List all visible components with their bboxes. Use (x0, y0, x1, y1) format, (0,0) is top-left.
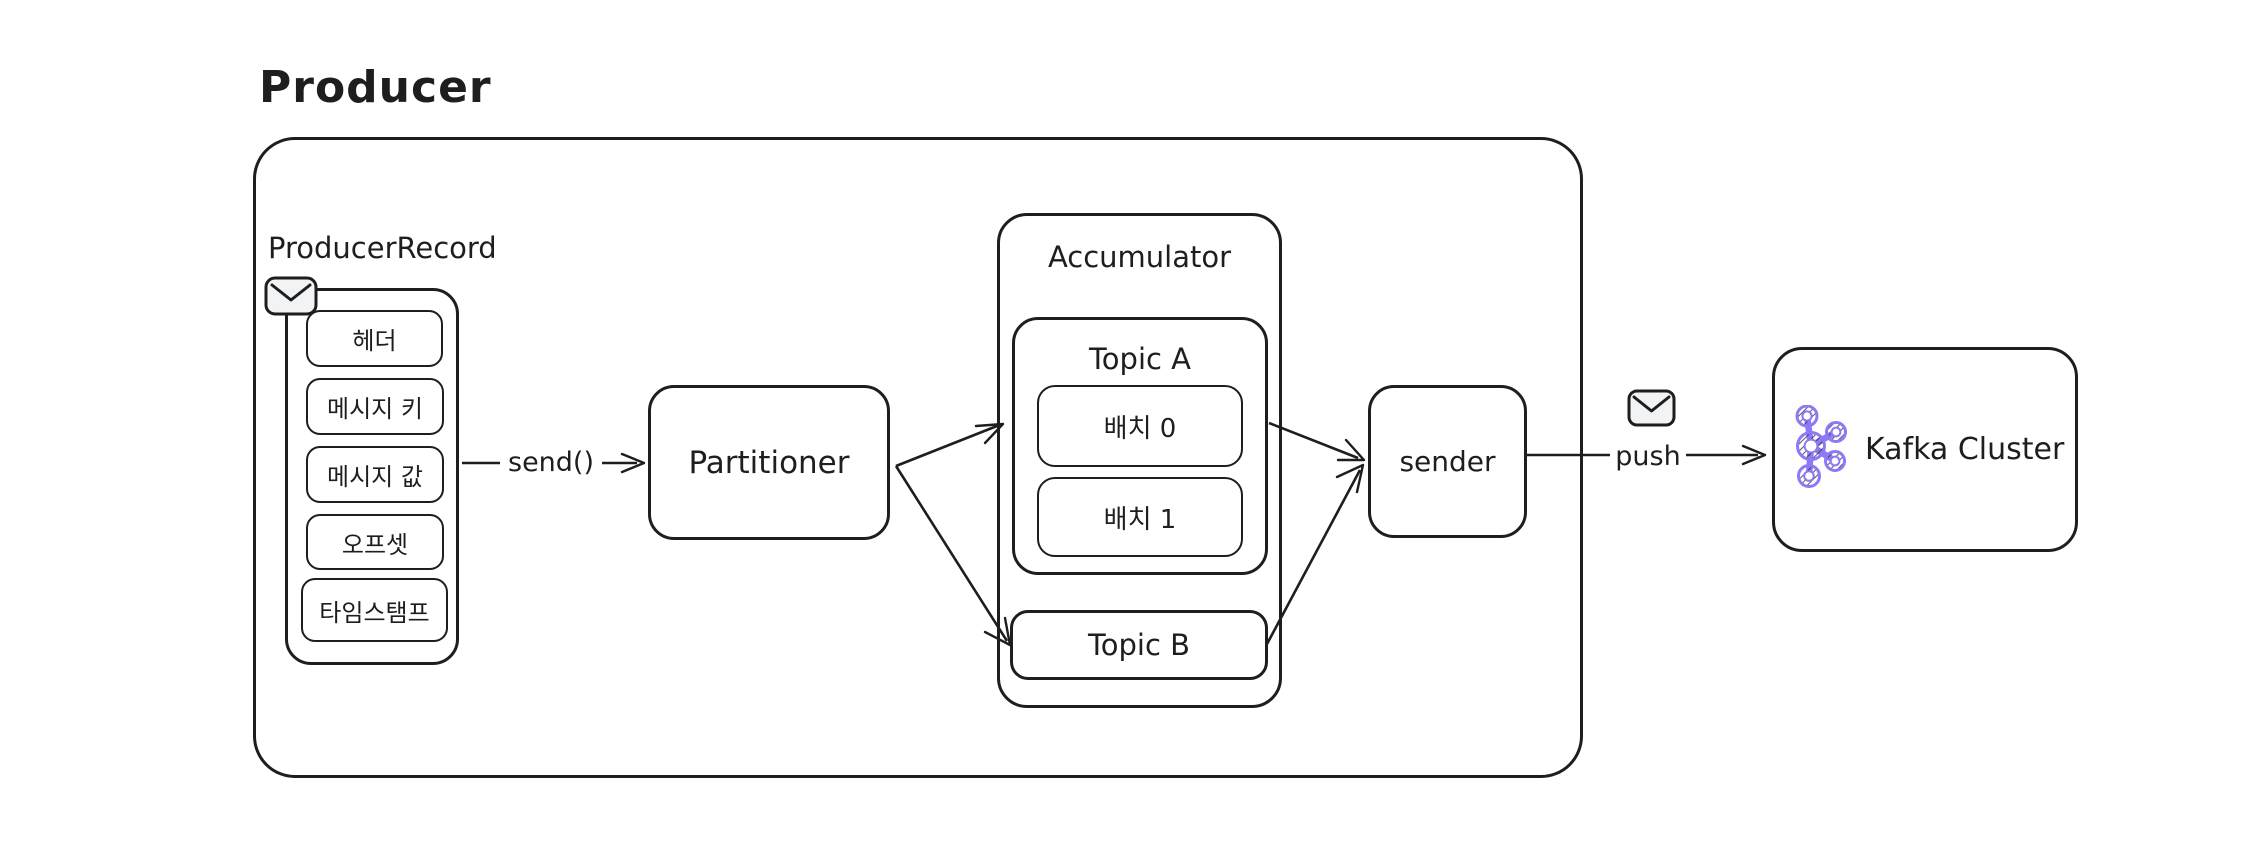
topic-a-label: Topic A (1089, 342, 1191, 376)
field-box-message-value: 메시지 값 (306, 446, 444, 503)
envelope-body (1627, 389, 1676, 427)
envelope-flap (1632, 395, 1671, 413)
partitioner-box: Partitioner (648, 385, 890, 540)
producer-record-box (285, 288, 459, 665)
topic-a-box (1012, 317, 1268, 575)
field-box-message-key: 메시지 키 (306, 378, 444, 435)
kafka-logo-nodes (1795, 404, 1847, 488)
envelope-body (264, 276, 318, 316)
kafka-logo-icon (1795, 404, 1847, 488)
batch-1-box: 배치 1 (1037, 477, 1243, 557)
envelope-flap (270, 283, 312, 302)
partitioner-label: Partitioner (688, 444, 850, 481)
field-box-offset: 오프셋 (306, 514, 444, 570)
envelope-icon (1627, 389, 1676, 427)
diagram-title: Producer (259, 62, 492, 113)
send-edge-label: send() (500, 443, 602, 481)
kafka-cluster-box: Kafka Cluster (1772, 347, 2078, 552)
accumulator-box (997, 213, 1282, 708)
producer-record-label: ProducerRecord (268, 231, 497, 265)
sender-label: sender (1399, 445, 1496, 478)
field-box-timestamp: 타임스탬프 (301, 578, 448, 642)
accumulator-label: Accumulator (1047, 240, 1232, 274)
topic-b-box: Topic B (1010, 610, 1268, 680)
sender-box: sender (1368, 385, 1527, 538)
batch-0-box: 배치 0 (1037, 385, 1243, 467)
producer-container-box (253, 137, 1583, 778)
field-box-header: 헤더 (306, 310, 443, 367)
topic-b-label: Topic B (1087, 628, 1191, 662)
envelope-icon (264, 276, 318, 316)
push-edge-label: push (1610, 438, 1686, 474)
kafka-cluster-label: Kafka Cluster (1865, 432, 2065, 467)
